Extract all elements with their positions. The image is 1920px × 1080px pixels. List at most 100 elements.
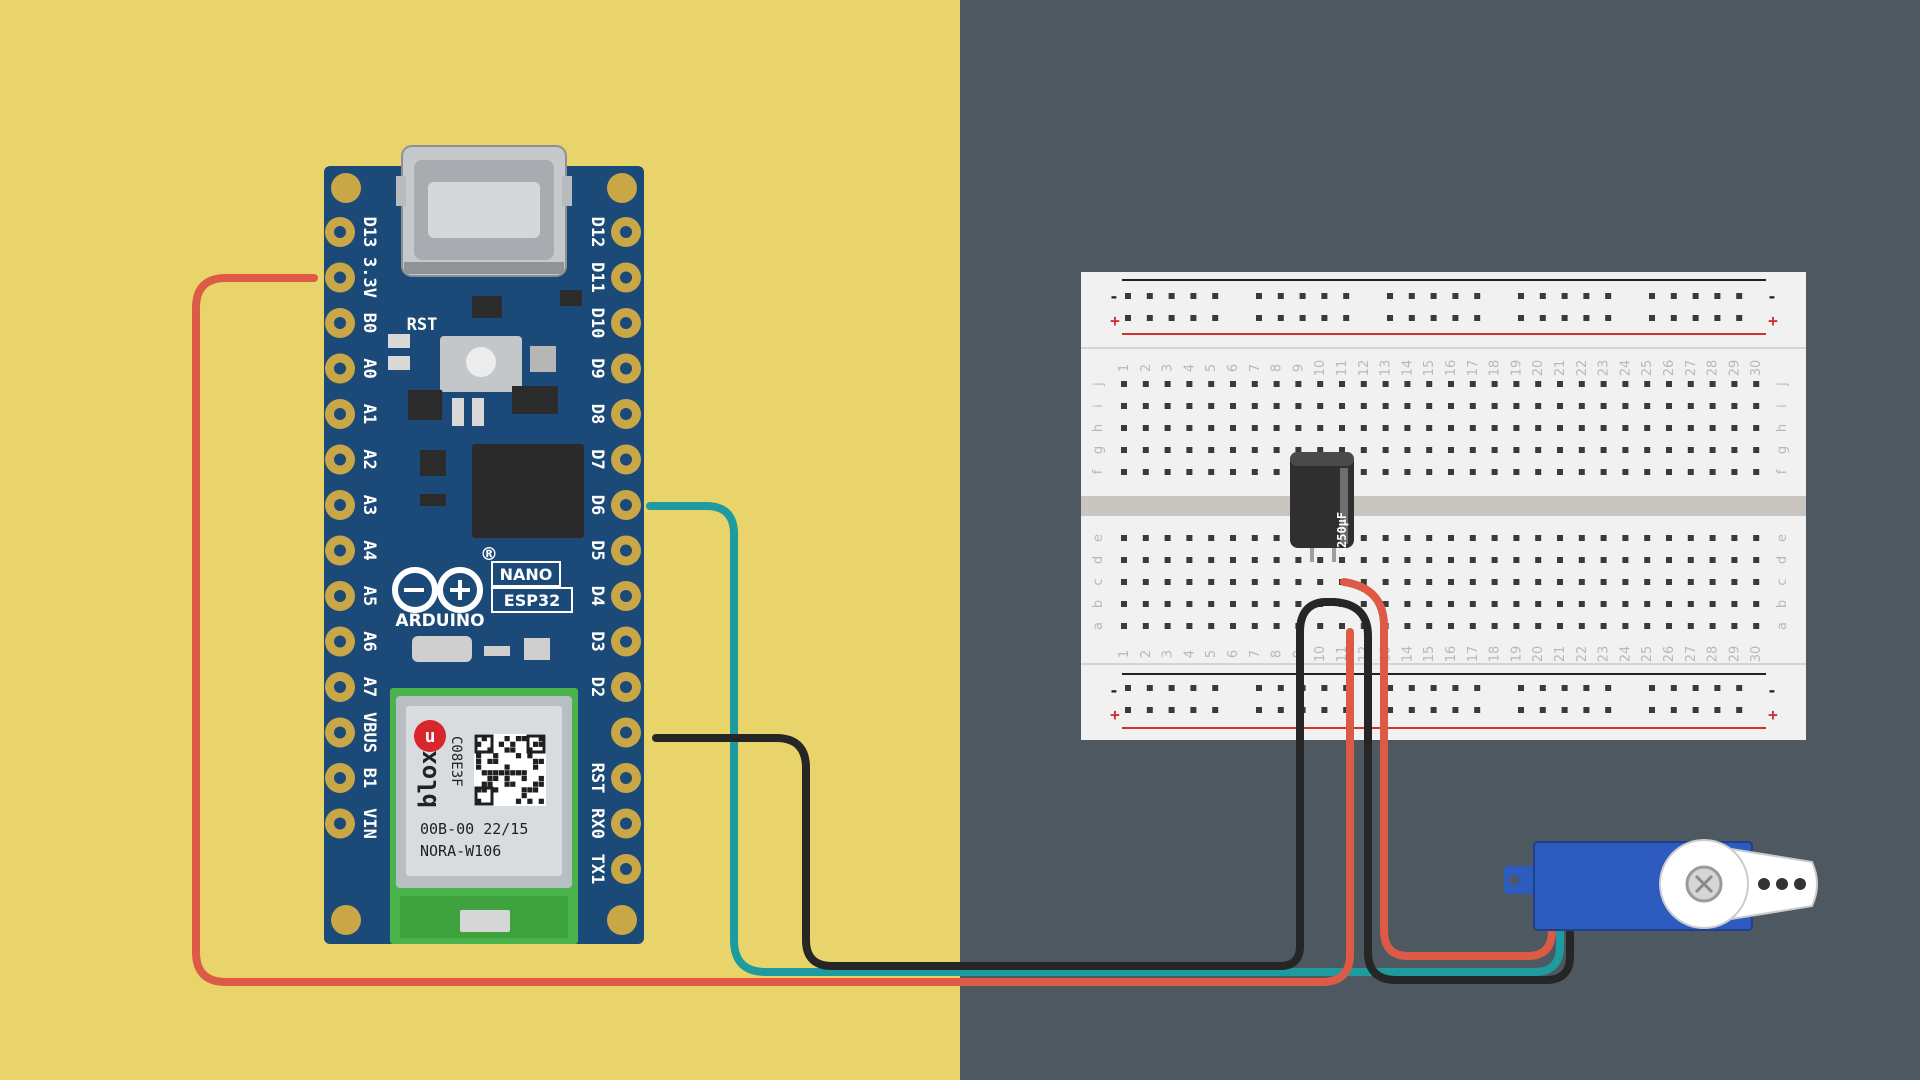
ublox-logo-icon: [414, 720, 446, 752]
row-letter-top: h: [1775, 424, 1790, 432]
right-pin-label: D9: [587, 358, 607, 378]
breadboard-hole: [1208, 535, 1215, 541]
left-pin-label: A1: [359, 404, 379, 424]
column-number-top: 5: [1204, 364, 1219, 372]
breadboard-hole: [1430, 707, 1437, 713]
breadboard-hole: [1404, 601, 1411, 607]
column-number-bottom: 20: [1531, 646, 1546, 663]
right-pin-label: D11: [587, 262, 607, 293]
breadboard-hole: [1168, 685, 1175, 691]
breadboard-hole: [1317, 623, 1324, 629]
qr-finder: [526, 734, 546, 754]
breadboard-hole: [1273, 447, 1280, 453]
breadboard-hole: [1408, 315, 1415, 321]
qr-cell: [533, 764, 539, 770]
breadboard-hole: [1382, 579, 1389, 585]
mount-hole: [607, 173, 637, 203]
row-letter-top: g: [1091, 446, 1106, 454]
column-number-bottom: 19: [1509, 646, 1524, 663]
breadboard-hole: [1164, 623, 1171, 629]
column-number-top: 16: [1444, 360, 1459, 377]
qr-cell: [476, 753, 482, 759]
column-number-top: 10: [1313, 360, 1328, 377]
breadboard-hole: [1469, 447, 1476, 453]
row-letter-bottom: a: [1091, 622, 1106, 630]
breadboard-hole: [1600, 425, 1607, 431]
breadboard-hole: [1142, 425, 1149, 431]
qr-cell: [481, 770, 487, 776]
nano-badge: [491, 561, 561, 587]
breadboard-hole: [1518, 315, 1524, 321]
right-pin-label: RX0: [587, 808, 607, 839]
breadboard-hole: [1168, 293, 1175, 299]
breadboard-hole: [1600, 469, 1607, 475]
breadboard-hole: [1600, 579, 1607, 585]
breadboard-hole: [1360, 381, 1367, 387]
breadboard-hole: [1142, 381, 1149, 387]
breadboard-hole: [1208, 557, 1215, 563]
breadboard-hole: [1578, 623, 1585, 629]
column-number-bottom: 4: [1182, 650, 1197, 658]
breadboard-hole: [1230, 381, 1236, 387]
breadboard-hole: [1687, 425, 1694, 431]
breadboard-hole: [1666, 623, 1672, 629]
breadboard-hole: [1186, 623, 1193, 629]
breadboard-hole: [1714, 685, 1721, 691]
breadboard-hole: [1404, 381, 1411, 387]
breadboard-hole: [1448, 601, 1454, 607]
breadboard-hole: [1535, 381, 1542, 387]
registered-mark: ®: [480, 544, 498, 565]
breadboard-hole: [1469, 403, 1476, 409]
column-number-top: 21: [1553, 360, 1568, 377]
qr-cell: [504, 764, 510, 770]
module-line1: 00B-00 22/15: [420, 820, 528, 838]
breadboard-hole: [1142, 601, 1149, 607]
breadboard-hole: [1709, 557, 1716, 563]
qr-cell: [476, 758, 482, 764]
breadboard-hole: [1317, 425, 1324, 431]
breadboard-hole: [1535, 601, 1542, 607]
column-number-top: 2: [1139, 364, 1154, 372]
breadboard-hole: [1382, 469, 1389, 475]
breadboard-hole: [1535, 425, 1542, 431]
breadboard-hole: [1382, 447, 1389, 453]
breadboard-hole: [1557, 557, 1563, 563]
breadboard-hole: [1230, 447, 1236, 453]
right-pin-hole: [620, 772, 632, 784]
breadboard-hole: [1452, 315, 1459, 321]
breadboard-hole: [1753, 447, 1760, 453]
column-number-top: 11: [1335, 360, 1350, 377]
breadboard-hole: [1622, 403, 1629, 409]
qr-cell: [515, 770, 522, 776]
breadboard-hole: [1753, 425, 1760, 431]
breadboard-hole: [1491, 425, 1498, 431]
breadboard-hole: [1404, 403, 1411, 409]
breadboard-hole: [1452, 707, 1459, 713]
column-number-top: 24: [1618, 360, 1633, 377]
breadboard-hole: [1692, 685, 1699, 691]
breadboard-hole: [1622, 601, 1629, 607]
right-pin-label: D8: [587, 404, 607, 424]
qr-cell: [493, 758, 499, 764]
qr-cell: [515, 736, 522, 742]
breadboard-hole: [1557, 579, 1563, 585]
qr-cell: [538, 775, 544, 782]
breadboard-hole: [1121, 601, 1127, 607]
breadboard-hole: [1753, 469, 1760, 475]
breadboard-hole: [1426, 579, 1433, 585]
breadboard-hole: [1605, 685, 1612, 691]
breadboard-hole: [1539, 293, 1546, 299]
breadboard-hole: [1186, 601, 1193, 607]
breadboard-hole: [1557, 381, 1563, 387]
breadboard-hole: [1448, 579, 1454, 585]
breadboard-hole: [1474, 685, 1481, 691]
breadboard-hole: [1513, 447, 1520, 453]
breadboard-hole: [1469, 579, 1476, 585]
breadboard-hole: [1295, 425, 1302, 431]
qr-cell: [527, 753, 533, 759]
breadboard-hole: [1121, 425, 1127, 431]
right-pin-hole: [620, 635, 632, 648]
breadboard-holes: [1121, 293, 1760, 713]
qr-finder: [474, 786, 494, 806]
breadboard-hole: [1469, 535, 1476, 541]
